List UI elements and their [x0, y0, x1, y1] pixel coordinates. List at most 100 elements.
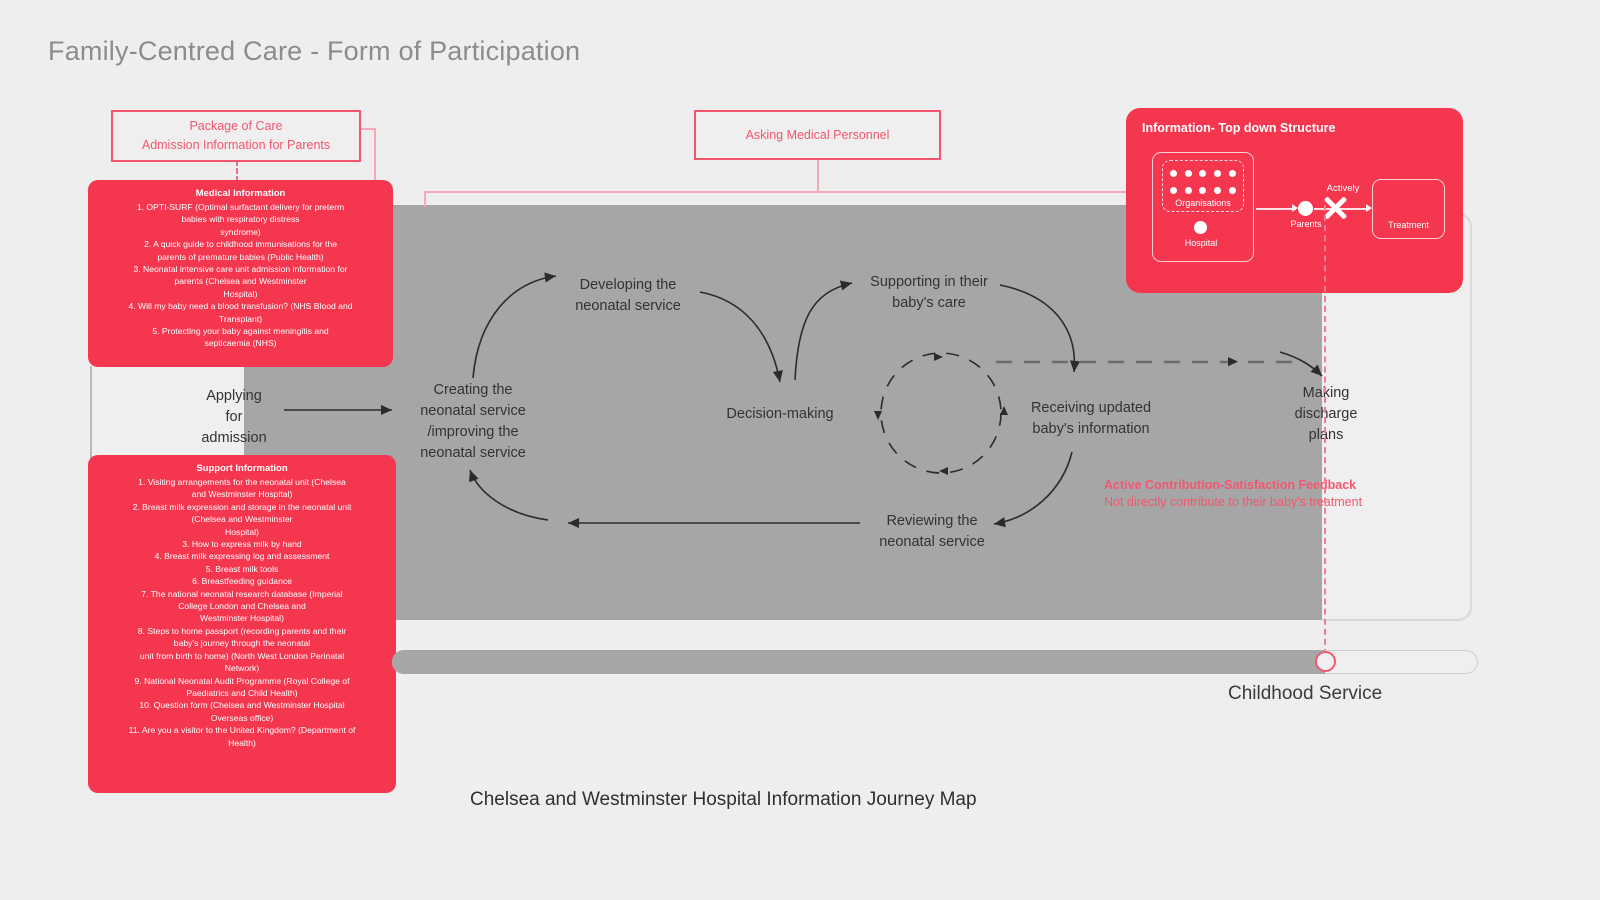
list-item: parents of premature babies (Public Heal… [157, 251, 324, 262]
parents-label: Parents [1290, 219, 1322, 229]
list-item: 11. Are you a visitor to the United King… [128, 725, 356, 736]
organisations-group-box [1152, 152, 1254, 262]
package-of-care-line2: Admission Information for Parents [141, 138, 331, 152]
node-line: Receiving updated [1030, 400, 1152, 416]
list-item: Overseas office) [210, 712, 274, 723]
node-reviewing-neonatal-service: Reviewing the neonatal service [856, 511, 1008, 553]
medical-information-card[interactable]: Medical Information 1. OPTI-SURF (Optima… [88, 180, 393, 367]
list-item: Westminster Hospital) [200, 613, 284, 624]
package-of-care-line1: Package of Care [189, 119, 283, 133]
connector-horizontal-main [424, 191, 1136, 193]
connector-vertical-left [424, 191, 426, 207]
list-item: baby's journey through the neonatal [173, 638, 311, 649]
list-item: babies with respiratory distress [181, 214, 300, 225]
list-item: College London and Chelsea and [178, 601, 306, 612]
support-information-card[interactable]: Support Information 1. Visiting arrangem… [88, 455, 396, 793]
node-creating-neonatal-service: Creating the neonatal service /improving… [398, 380, 548, 464]
node-line: Decision-making [726, 406, 834, 422]
arrow-organisations-to-parents [1256, 208, 1296, 210]
asking-medical-personnel-label: Asking Medical Personnel [745, 128, 890, 142]
list-item: and Westminster Hospital) [191, 489, 293, 500]
list-item: 5. Protecting your baby against meningit… [152, 326, 329, 337]
node-line: baby's care [892, 295, 966, 311]
timeline-progress-fill [392, 650, 1325, 674]
package-of-care-box[interactable]: Package of Care Admission Information fo… [111, 110, 361, 162]
treatment-box [1372, 179, 1445, 239]
arrowhead-to-parents-icon [1292, 204, 1298, 212]
list-item: Hospital) [223, 288, 258, 299]
list-item: 4. Will my baby need a blood transfusion… [128, 301, 353, 312]
connector-vertical-asking [817, 160, 819, 193]
support-information-list: 1. Visiting arrangements for the neonata… [98, 476, 386, 749]
list-item: Network) [224, 663, 260, 674]
diagram-caption: Chelsea and Westminster Hospital Informa… [470, 789, 977, 810]
list-item: Paediatrics and Child Health) [186, 687, 298, 698]
node-supporting-babys-care: Supporting in their baby's care [848, 272, 1010, 314]
list-item: 3. How to express milk by hand [182, 539, 302, 550]
list-item: 10. Question form (Chelsea and Westminst… [139, 700, 345, 711]
node-developing-neonatal-service: Developing the neonatal service [552, 275, 704, 317]
list-item: Hospital) [225, 526, 259, 537]
childhood-service-marker-line [1324, 205, 1326, 655]
medical-information-title: Medical Information [195, 188, 286, 199]
arrowhead-to-treatment-icon [1366, 204, 1372, 212]
treatment-label: Treatment [1388, 220, 1429, 230]
node-line: neonatal service [420, 403, 526, 419]
list-item: 3. Neonatal intensive care unit admissio… [133, 264, 348, 275]
asking-medical-personnel-box[interactable]: Asking Medical Personnel [694, 110, 941, 160]
list-item: syndrome) [220, 226, 261, 237]
list-item: 5. Breast milk tools [205, 563, 279, 574]
timeline-milestone-handle[interactable] [1315, 651, 1336, 672]
annotation-sub: Not directly contribute to their baby's … [1104, 495, 1363, 509]
page-title: Family-Centred Care - Form of Participat… [48, 36, 581, 66]
organisation-dots-icon [1166, 165, 1240, 199]
top-down-structure-panel[interactable]: Information- Top down Structure Organisa… [1126, 108, 1463, 293]
node-line: Making [1302, 385, 1350, 401]
node-line: neonatal service [879, 534, 985, 550]
connector-vertical-package [374, 128, 376, 193]
list-item: 2. Breast milk expression and storage in… [132, 501, 352, 512]
childhood-service-label: Childhood Service [1228, 683, 1383, 704]
list-item: 6. Breastfeeding guidance [192, 576, 292, 587]
node-line: plans [1308, 427, 1344, 443]
organisations-label: Organisations [1175, 198, 1231, 208]
list-item: septicaemia (NHS) [204, 338, 277, 349]
list-item: unit from birth to home) (North West Lon… [139, 650, 345, 661]
list-item: Transplant) [218, 313, 263, 324]
list-item: 1. OPTI-SURF (Optimal surfactant deliver… [136, 202, 345, 212]
organisations-dotted-box [1162, 160, 1244, 212]
pre-admission-region [90, 366, 244, 461]
annotation-heading: Active Contribution-Satisfaction Feedbac… [1104, 478, 1357, 492]
node-line: Reviewing the [886, 513, 978, 529]
connector-horizontal-package [360, 128, 376, 130]
node-line: neonatal service [575, 298, 681, 314]
list-item: 4. Breast milk expressing log and assess… [154, 551, 330, 562]
list-item: 2. A quick guide to childhood immunisati… [144, 239, 337, 250]
connector-dashed-package-to-medical [236, 160, 240, 182]
node-line: Supporting in their [870, 274, 988, 290]
list-item: 1. Visiting arrangements for the neonata… [138, 477, 346, 487]
top-down-structure-title: Information- Top down Structure [1142, 121, 1336, 135]
node-line: for [225, 409, 243, 425]
hospital-dot-icon [1194, 221, 1207, 234]
node-line: Creating the [433, 382, 513, 398]
node-line: Developing the [579, 277, 677, 293]
node-line: neonatal service [420, 445, 526, 461]
node-line: discharge [1294, 406, 1358, 422]
support-information-title: Support Information [196, 463, 288, 474]
node-line: baby's information [1032, 421, 1150, 437]
medical-information-list: 1. OPTI-SURF (Optimal surfactant deliver… [98, 201, 383, 350]
list-item: (Chelsea and Westminster [191, 514, 293, 525]
node-line: Applying [206, 388, 262, 404]
list-item: 8. Steps to home passport (recording par… [137, 625, 347, 636]
node-applying-for-admission: Applying for admission [176, 386, 292, 449]
list-item: 7. The national neonatal research databa… [141, 588, 343, 599]
node-receiving-updated-information: Receiving updated baby's information [1008, 398, 1174, 440]
list-item: parents (Chelsea and Westminster [174, 276, 307, 287]
hospital-label: Hospital [1184, 238, 1218, 248]
list-item: 9. National Neonatal Audit Programme (Ro… [134, 675, 350, 686]
node-line: admission [201, 430, 267, 446]
node-line: /improving the [427, 424, 519, 440]
parents-dot-icon [1298, 201, 1313, 216]
